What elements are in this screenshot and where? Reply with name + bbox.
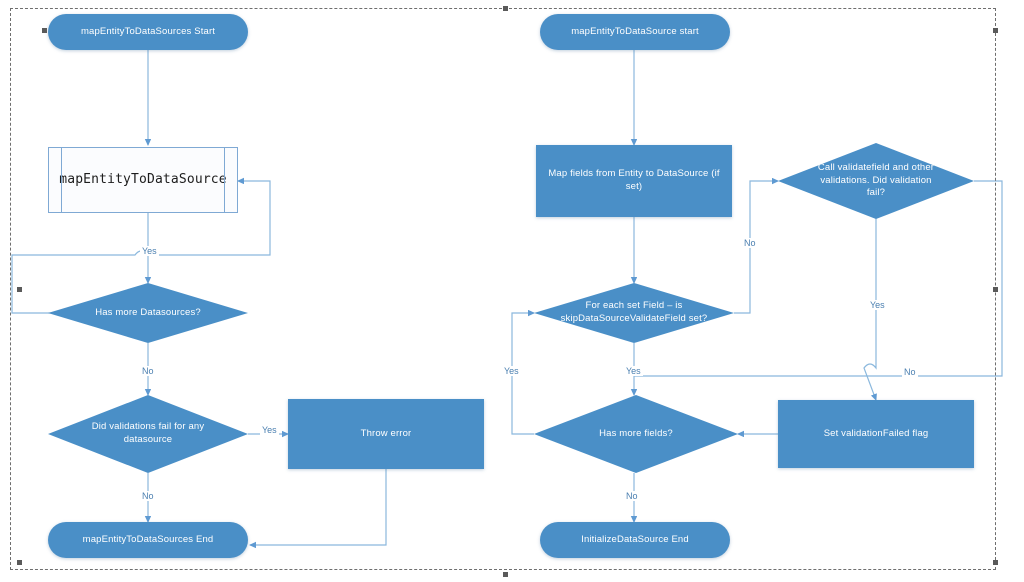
- node-map-fields[interactable]: Map fields from Entity to DataSource (if…: [536, 145, 732, 217]
- subroutine-right-bar: [224, 148, 225, 212]
- edge-label-foreach-no: No: [742, 238, 758, 248]
- subroutine-left-bar: [61, 148, 62, 212]
- edge-label-hasmoreds-no: No: [140, 366, 156, 376]
- node-label: Has more Datasources?: [95, 306, 201, 318]
- selection-handle-middle-right[interactable]: [993, 287, 998, 292]
- node-mapentitytodatasources-start[interactable]: mapEntityToDataSources Start: [48, 14, 248, 50]
- node-label: InitializeDataSource End: [581, 533, 689, 545]
- node-label: mapEntityToDataSources End: [82, 533, 214, 545]
- node-has-more-fields[interactable]: Has more fields?: [534, 395, 738, 473]
- node-label: mapEntityToDataSource: [59, 172, 227, 188]
- selection-handle-bottom-center[interactable]: [503, 572, 508, 577]
- edge-label-foreach-yes: Yes: [624, 366, 643, 376]
- edge-throwerror-to-end: [249, 469, 387, 549]
- node-call-validatefield[interactable]: Call validatefield and other validations…: [778, 143, 974, 219]
- node-for-each-set-field[interactable]: For each set Field – is skipDataSourceVa…: [534, 283, 734, 343]
- node-set-validationfailed-flag[interactable]: Set validationFailed flag: [778, 400, 974, 468]
- node-mapentitytodatasources-end[interactable]: mapEntityToDataSources End: [48, 522, 248, 558]
- edge-label-hasmorefields-yes: Yes: [502, 366, 521, 376]
- node-label: Has more fields?: [599, 427, 673, 439]
- selection-handle-bottom-right[interactable]: [993, 560, 998, 565]
- edge-label-hasmorefields-no: No: [624, 491, 640, 501]
- node-has-more-datasources[interactable]: Has more Datasources?: [48, 283, 248, 343]
- selection-handle-top-left[interactable]: [42, 28, 47, 33]
- edge-label-callvalidate-no: No: [902, 367, 918, 377]
- edge-label-callvalidate-yes: Yes: [868, 300, 887, 310]
- node-label: For each set Field – is skipDataSourceVa…: [560, 300, 708, 324]
- node-label: Did validations fail for any datasource: [91, 421, 205, 445]
- selection-handle-top-right[interactable]: [993, 28, 998, 33]
- selection-handle-bottom-left[interactable]: [17, 560, 22, 565]
- node-label: Call validatefield and other validations…: [817, 161, 935, 199]
- node-throw-error[interactable]: Throw error: [288, 399, 484, 469]
- node-mapentitytodatasource-subroutine[interactable]: mapEntityToDataSource: [48, 147, 238, 213]
- node-initializedatasource-end[interactable]: InitializeDataSource End: [540, 522, 730, 558]
- node-mapentitytodatasource-start[interactable]: mapEntityToDataSource start: [540, 14, 730, 50]
- node-did-validations-fail[interactable]: Did validations fail for any datasource: [48, 395, 248, 473]
- selection-handle-middle-left[interactable]: [17, 287, 22, 292]
- edge-label-didvalidations-yes: Yes: [260, 425, 279, 435]
- edge-label-didvalidations-no: No: [140, 491, 156, 501]
- selection-handle-top-center[interactable]: [503, 6, 508, 11]
- node-label: Map fields from Entity to DataSource (if…: [548, 168, 720, 192]
- node-label: Set validationFailed flag: [823, 427, 929, 439]
- node-label: mapEntityToDataSource start: [571, 25, 699, 37]
- edge-label-hasmoreds-yes: Yes: [140, 246, 159, 256]
- node-label: mapEntityToDataSources Start: [80, 25, 216, 37]
- node-label: Throw error: [360, 427, 412, 439]
